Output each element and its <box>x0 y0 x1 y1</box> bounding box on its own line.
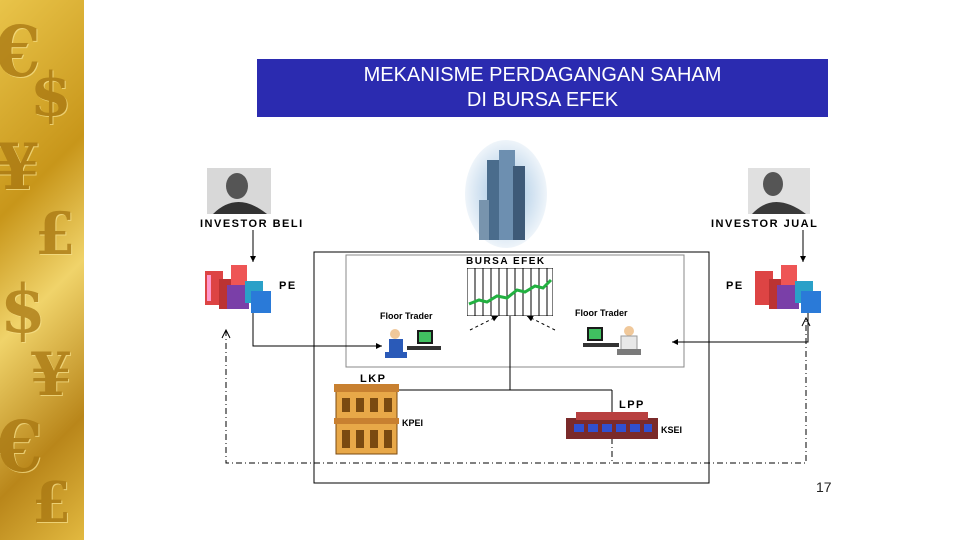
floor-trader-left-label: Floor Trader <box>380 311 433 321</box>
trader-at-computer-icon <box>577 323 643 357</box>
office-building-icon <box>205 265 275 313</box>
trader-at-computer-icon <box>383 326 447 360</box>
investor-jual-photo <box>748 168 810 214</box>
bursa-efek-label: BURSA EFEK <box>466 256 546 267</box>
pe-left-label: PE <box>279 280 297 292</box>
investor-jual-label: INVESTOR JUAL <box>711 218 818 230</box>
stock-chart-icon <box>467 268 553 316</box>
investor-beli-photo <box>207 168 271 214</box>
ksei-label: KSEI <box>661 425 682 435</box>
bank-building-icon <box>334 384 399 456</box>
floor-trader-right-label: Floor Trader <box>575 308 628 318</box>
lpp-label: LPP <box>619 399 645 411</box>
office-building-icon <box>755 265 825 313</box>
slide-number: 17 <box>816 479 832 495</box>
kpei-label: KPEI <box>402 418 423 428</box>
investor-beli-label: INVESTOR BELI <box>200 218 304 230</box>
pe-right-label: PE <box>726 280 744 292</box>
skyscraper-photo <box>465 140 548 248</box>
warehouse-building-icon <box>566 412 658 439</box>
